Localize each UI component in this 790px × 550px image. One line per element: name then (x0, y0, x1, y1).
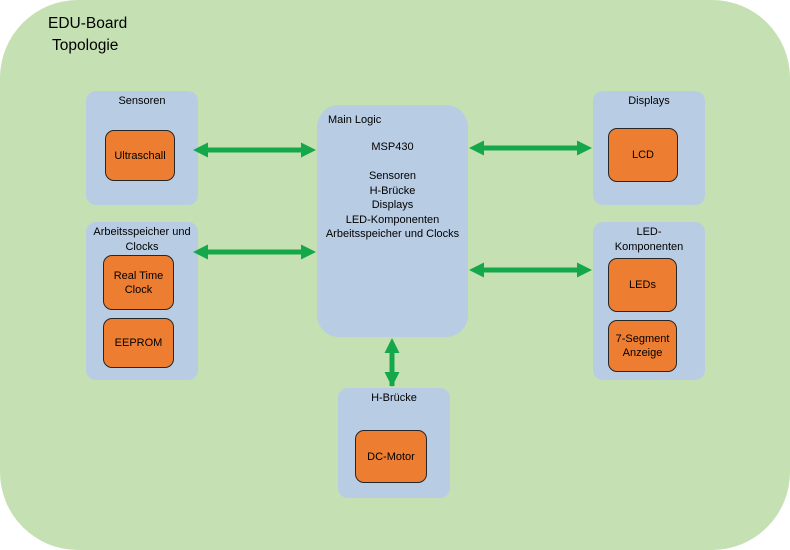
component-seven-segment: 7-Segment Anzeige (608, 320, 677, 372)
group-led-komponenten-label: LED- Komponenten (614, 226, 684, 253)
group-main-logic-label: Main Logic (328, 114, 382, 126)
group-h-bruecke-label: H-Brücke (371, 392, 417, 404)
group-sensoren-label: Sensoren (118, 95, 166, 107)
group-arbeitsspeicher-label: Arbeitsspeicher und Clocks (93, 226, 191, 253)
main-logic-body-text: MSP430 Sensoren H-Brücke Displays LED-Ko… (325, 141, 460, 240)
diagram-title: EDU-Board Topologie (48, 15, 128, 54)
group-main-logic: Main Logic MSP430 Sensoren H-Brücke Disp… (317, 105, 468, 337)
component-real-time-clock: Real Time Clock (103, 255, 174, 310)
component-ultraschall: Ultraschall (105, 130, 175, 181)
component-eeprom: EEPROM (103, 318, 174, 368)
component-dc-motor: DC-Motor (355, 430, 427, 483)
group-displays-label: Displays (628, 95, 670, 107)
component-lcd: LCD (608, 128, 678, 182)
component-leds: LEDs (608, 258, 677, 312)
